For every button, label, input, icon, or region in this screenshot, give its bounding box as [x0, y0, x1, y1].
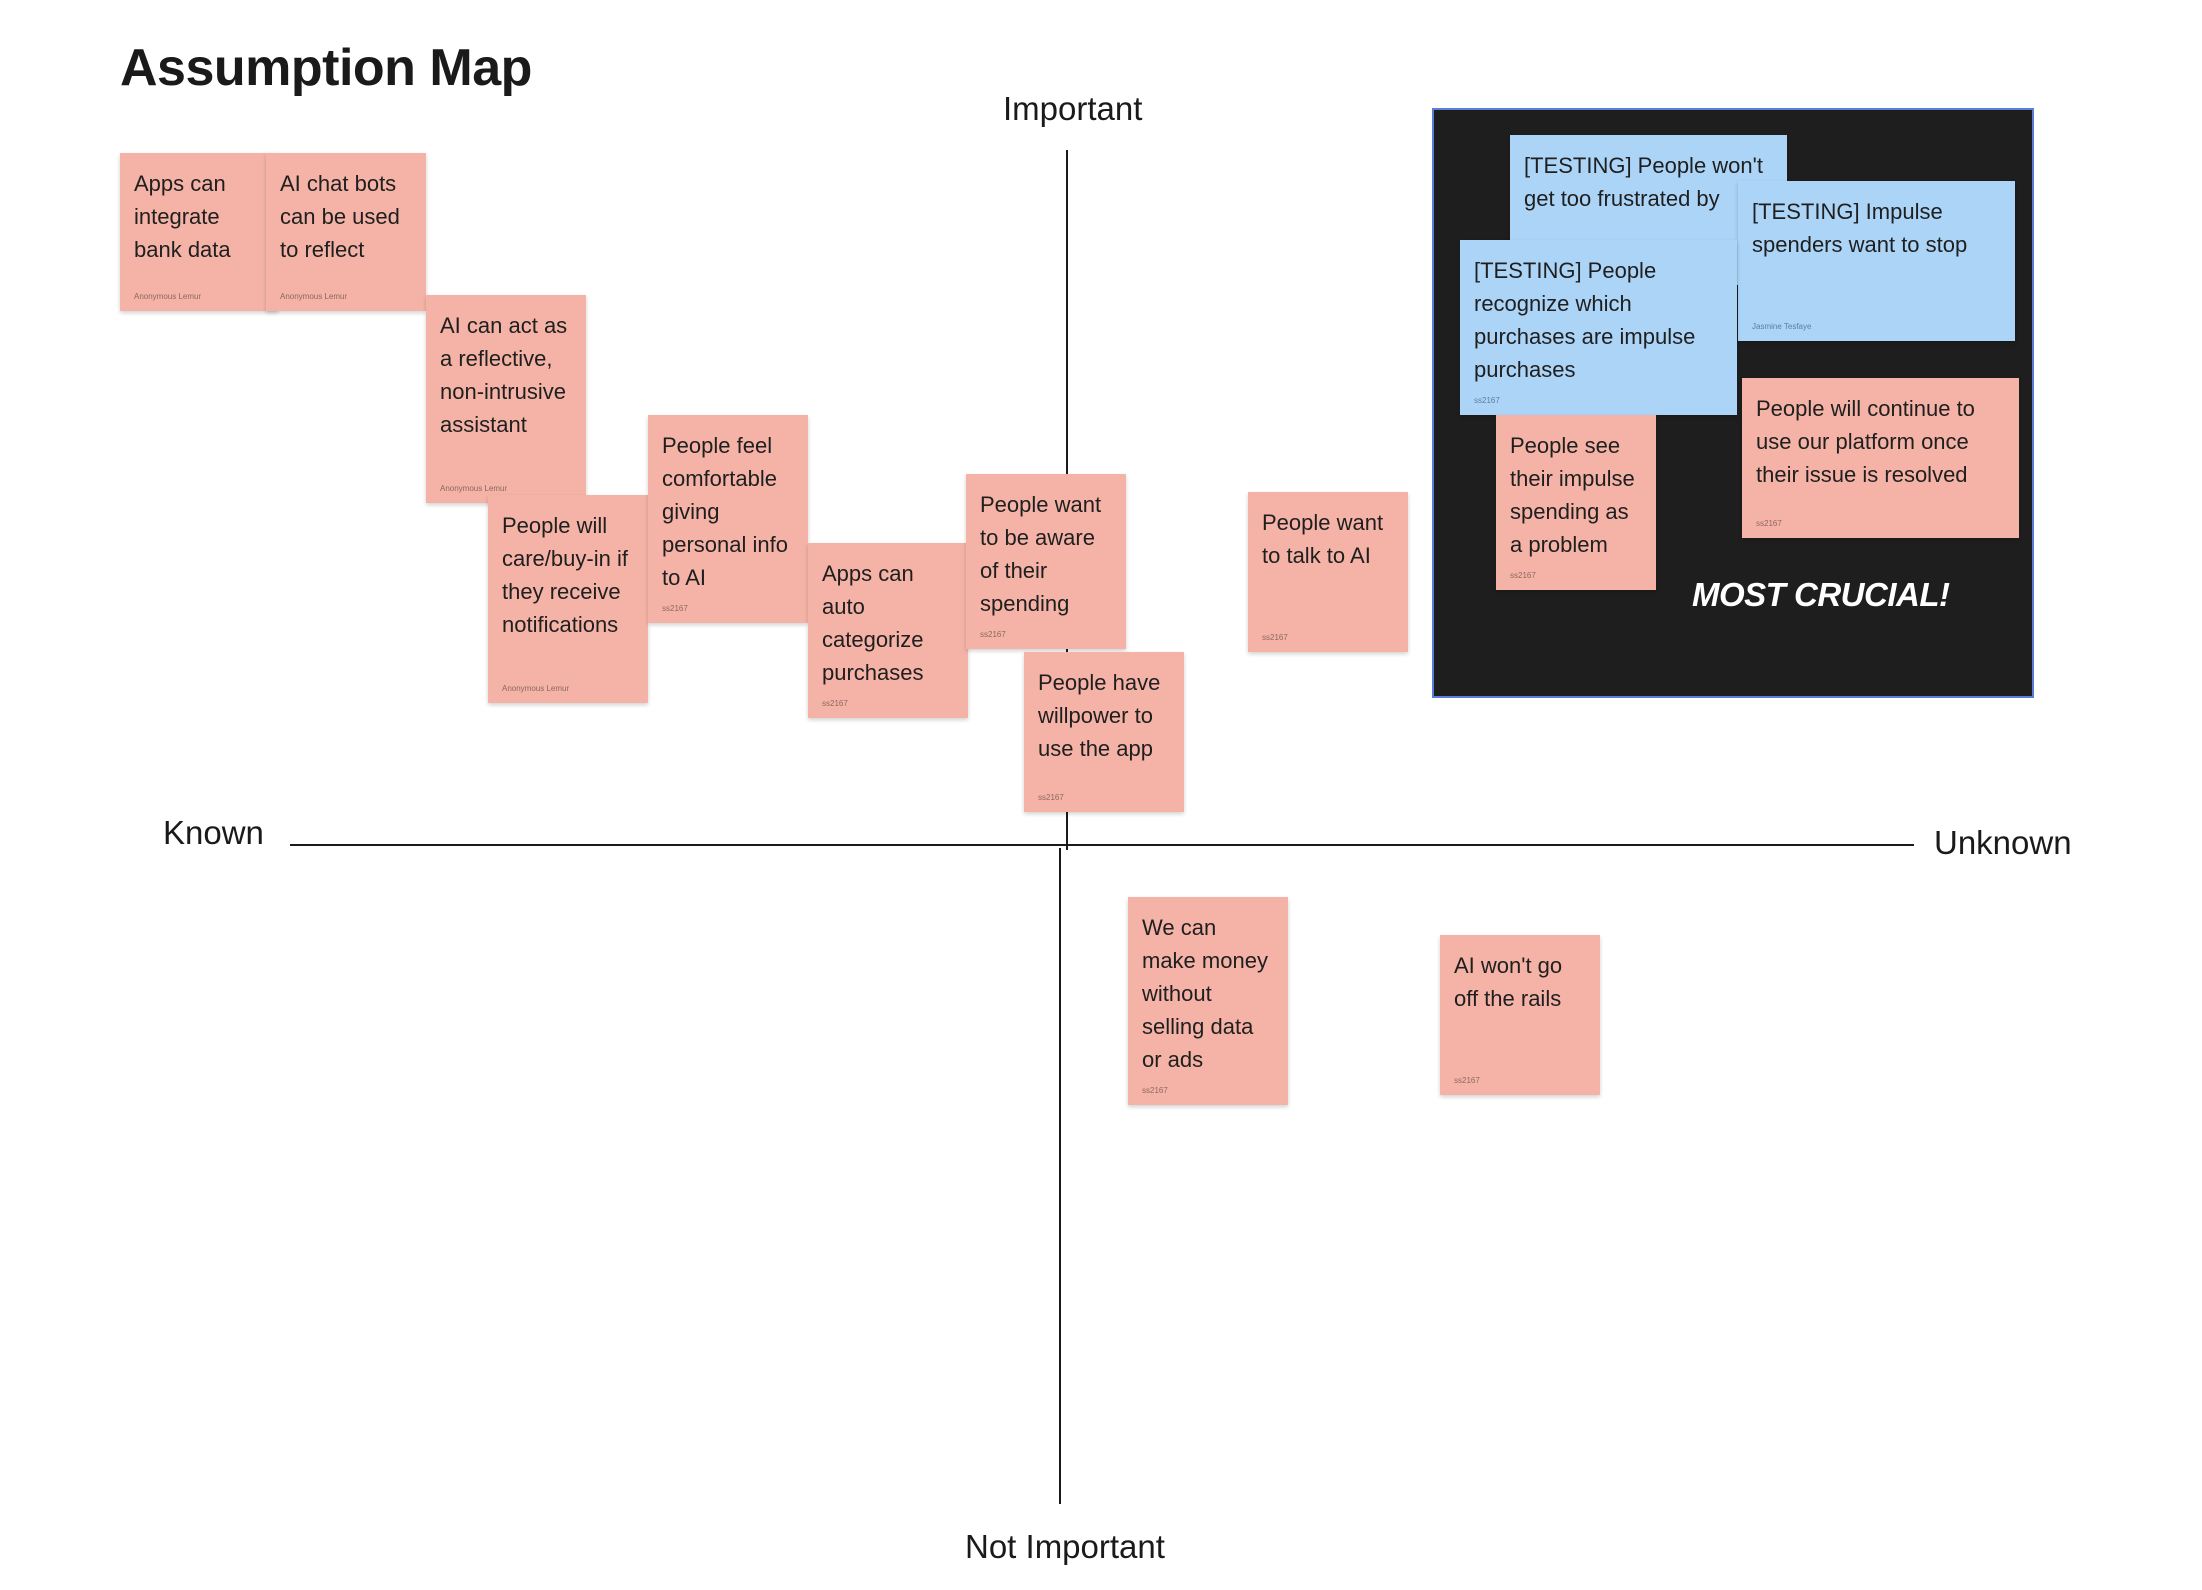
sticky-note-text: People see their impulse spending as a p…: [1510, 433, 1635, 557]
sticky-note[interactable]: People want to talk to AI ss2167: [1248, 492, 1408, 652]
page-title: Assumption Map: [120, 39, 532, 97]
sticky-note[interactable]: AI chat bots can be used to reflect Anon…: [266, 153, 426, 311]
sticky-note-author: ss2167: [1756, 519, 1782, 528]
sticky-note-text: People feel comfortable giving personal …: [662, 433, 788, 590]
sticky-note-text: People will continue to use our platform…: [1756, 396, 1975, 487]
sticky-note-author: ss2167: [1262, 633, 1288, 642]
sticky-note[interactable]: People will care/buy-in if they receive …: [488, 495, 648, 703]
sticky-note-author: Anonymous Lemur: [134, 292, 202, 301]
sticky-note-author: ss2167: [662, 604, 688, 613]
axis-label-important: Important: [1003, 90, 1143, 127]
sticky-note[interactable]: AI won't go off the rails ss2167: [1440, 935, 1600, 1095]
sticky-note-author: ss2167: [1038, 793, 1064, 802]
sticky-note-text: AI chat bots can be used to reflect: [280, 171, 400, 262]
sticky-note-author: ss2167: [1474, 396, 1500, 405]
sticky-note[interactable]: [TESTING] Impulse spenders want to stop …: [1738, 181, 2015, 341]
sticky-note[interactable]: People feel comfortable giving personal …: [648, 415, 808, 623]
sticky-note[interactable]: Apps can integrate bank data Anonymous L…: [120, 153, 278, 311]
sticky-note[interactable]: Apps can auto categorize purchases ss216…: [808, 543, 968, 718]
sticky-note-author: ss2167: [1142, 1086, 1168, 1095]
sticky-note-author: Anonymous Lemur: [280, 292, 348, 301]
sticky-note-text: Apps can integrate bank data: [134, 171, 231, 262]
sticky-note-text: [TESTING] People won't get too frustrate…: [1524, 153, 1763, 211]
axis-label-not-important: Not Important: [965, 1528, 1165, 1565]
sticky-note[interactable]: We can make money without selling data o…: [1128, 897, 1288, 1105]
sticky-note-author: Anonymous Lemur: [502, 684, 570, 693]
sticky-note-text: Apps can auto categorize purchases: [822, 561, 924, 685]
sticky-note-author: ss2167: [980, 630, 1006, 639]
sticky-note-author: ss2167: [1510, 571, 1536, 580]
vertical-axis-lower: [1059, 848, 1061, 1504]
sticky-note-text: People will care/buy-in if they receive …: [502, 513, 628, 637]
sticky-note[interactable]: People have willpower to use the app ss2…: [1024, 652, 1184, 812]
sticky-note-text: People want to be aware of their spendin…: [980, 492, 1102, 616]
sticky-note-text: AI can act as a reflective, non-intrusiv…: [440, 313, 568, 437]
most-crucial-label: MOST CRUCIAL!: [1692, 576, 1950, 613]
sticky-note-author: Jasmine Tesfaye: [1752, 322, 1812, 331]
sticky-note-text: AI won't go off the rails: [1454, 953, 1563, 1011]
sticky-note[interactable]: People see their impulse spending as a p…: [1496, 415, 1656, 590]
sticky-note[interactable]: People will continue to use our platform…: [1742, 378, 2019, 538]
sticky-note[interactable]: People want to be aware of their spendin…: [966, 474, 1126, 649]
axis-label-unknown: Unknown: [1934, 824, 2072, 861]
sticky-note-text: People want to talk to AI: [1262, 510, 1384, 568]
sticky-note-text: We can make money without selling data o…: [1142, 915, 1268, 1072]
sticky-note-text: [TESTING] People recognize which purchas…: [1474, 258, 1696, 382]
sticky-note[interactable]: AI can act as a reflective, non-intrusiv…: [426, 295, 586, 503]
sticky-note-text: People have willpower to use the app: [1038, 670, 1161, 761]
horizontal-axis: [290, 844, 1914, 846]
sticky-note-text: [TESTING] Impulse spenders want to stop: [1752, 199, 1968, 257]
axis-label-known: Known: [163, 814, 264, 851]
sticky-note[interactable]: [TESTING] People recognize which purchas…: [1460, 240, 1737, 415]
sticky-note-author: ss2167: [1454, 1076, 1480, 1085]
sticky-note-author: ss2167: [822, 699, 848, 708]
sticky-note-author: Anonymous Lemur: [440, 484, 508, 493]
